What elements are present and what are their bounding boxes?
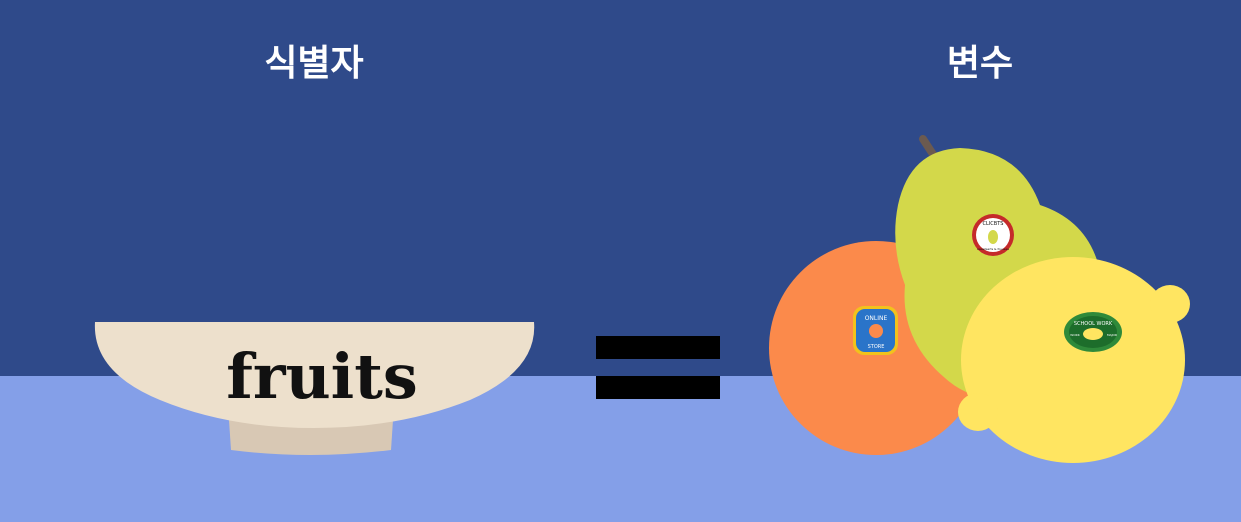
lemon-sticker-right-text: MAJOR [1107,333,1117,337]
orange-sticker-bottom-text: STORE [868,344,885,350]
equals-bar-bottom [596,376,720,399]
equals-bar-top [596,336,720,359]
orange-sticker-fruit [869,324,883,338]
lemon-sticker-fruit [1083,328,1103,340]
pear-sticker-top-text: CLICBTS [983,221,1004,227]
equals-sign-icon [596,336,720,399]
bowl-text: fruits [226,340,418,413]
orange-sticker-top-text: ONLINE [865,315,888,322]
orange-sticker: ONLINE STORE [853,306,898,355]
bowl-body [94,322,535,428]
lemon-sticker-left-text: WORK [1070,333,1080,337]
identifier-label: 식별자 [264,43,364,84]
pear-sticker-bottom-text: sweetsarts & fousees [977,247,1010,251]
lemon-body [961,257,1185,463]
bowl-base [229,420,393,455]
pear-sticker: CLICBTS sweetsarts & fousees [972,214,1014,256]
pear-sticker-fruit [988,230,998,244]
variable-label: 변수 [946,43,1014,84]
lemon-icon: SCHOOL WORK WORK MAJOR [958,257,1190,463]
lemon-sticker: SCHOOL WORK WORK MAJOR [1064,312,1122,352]
lemon-tip-left [958,393,998,431]
lemon-tip-right [1150,285,1190,323]
bowl-icon: fruits [94,322,535,455]
lemon-sticker-top-text: SCHOOL WORK [1074,321,1113,327]
